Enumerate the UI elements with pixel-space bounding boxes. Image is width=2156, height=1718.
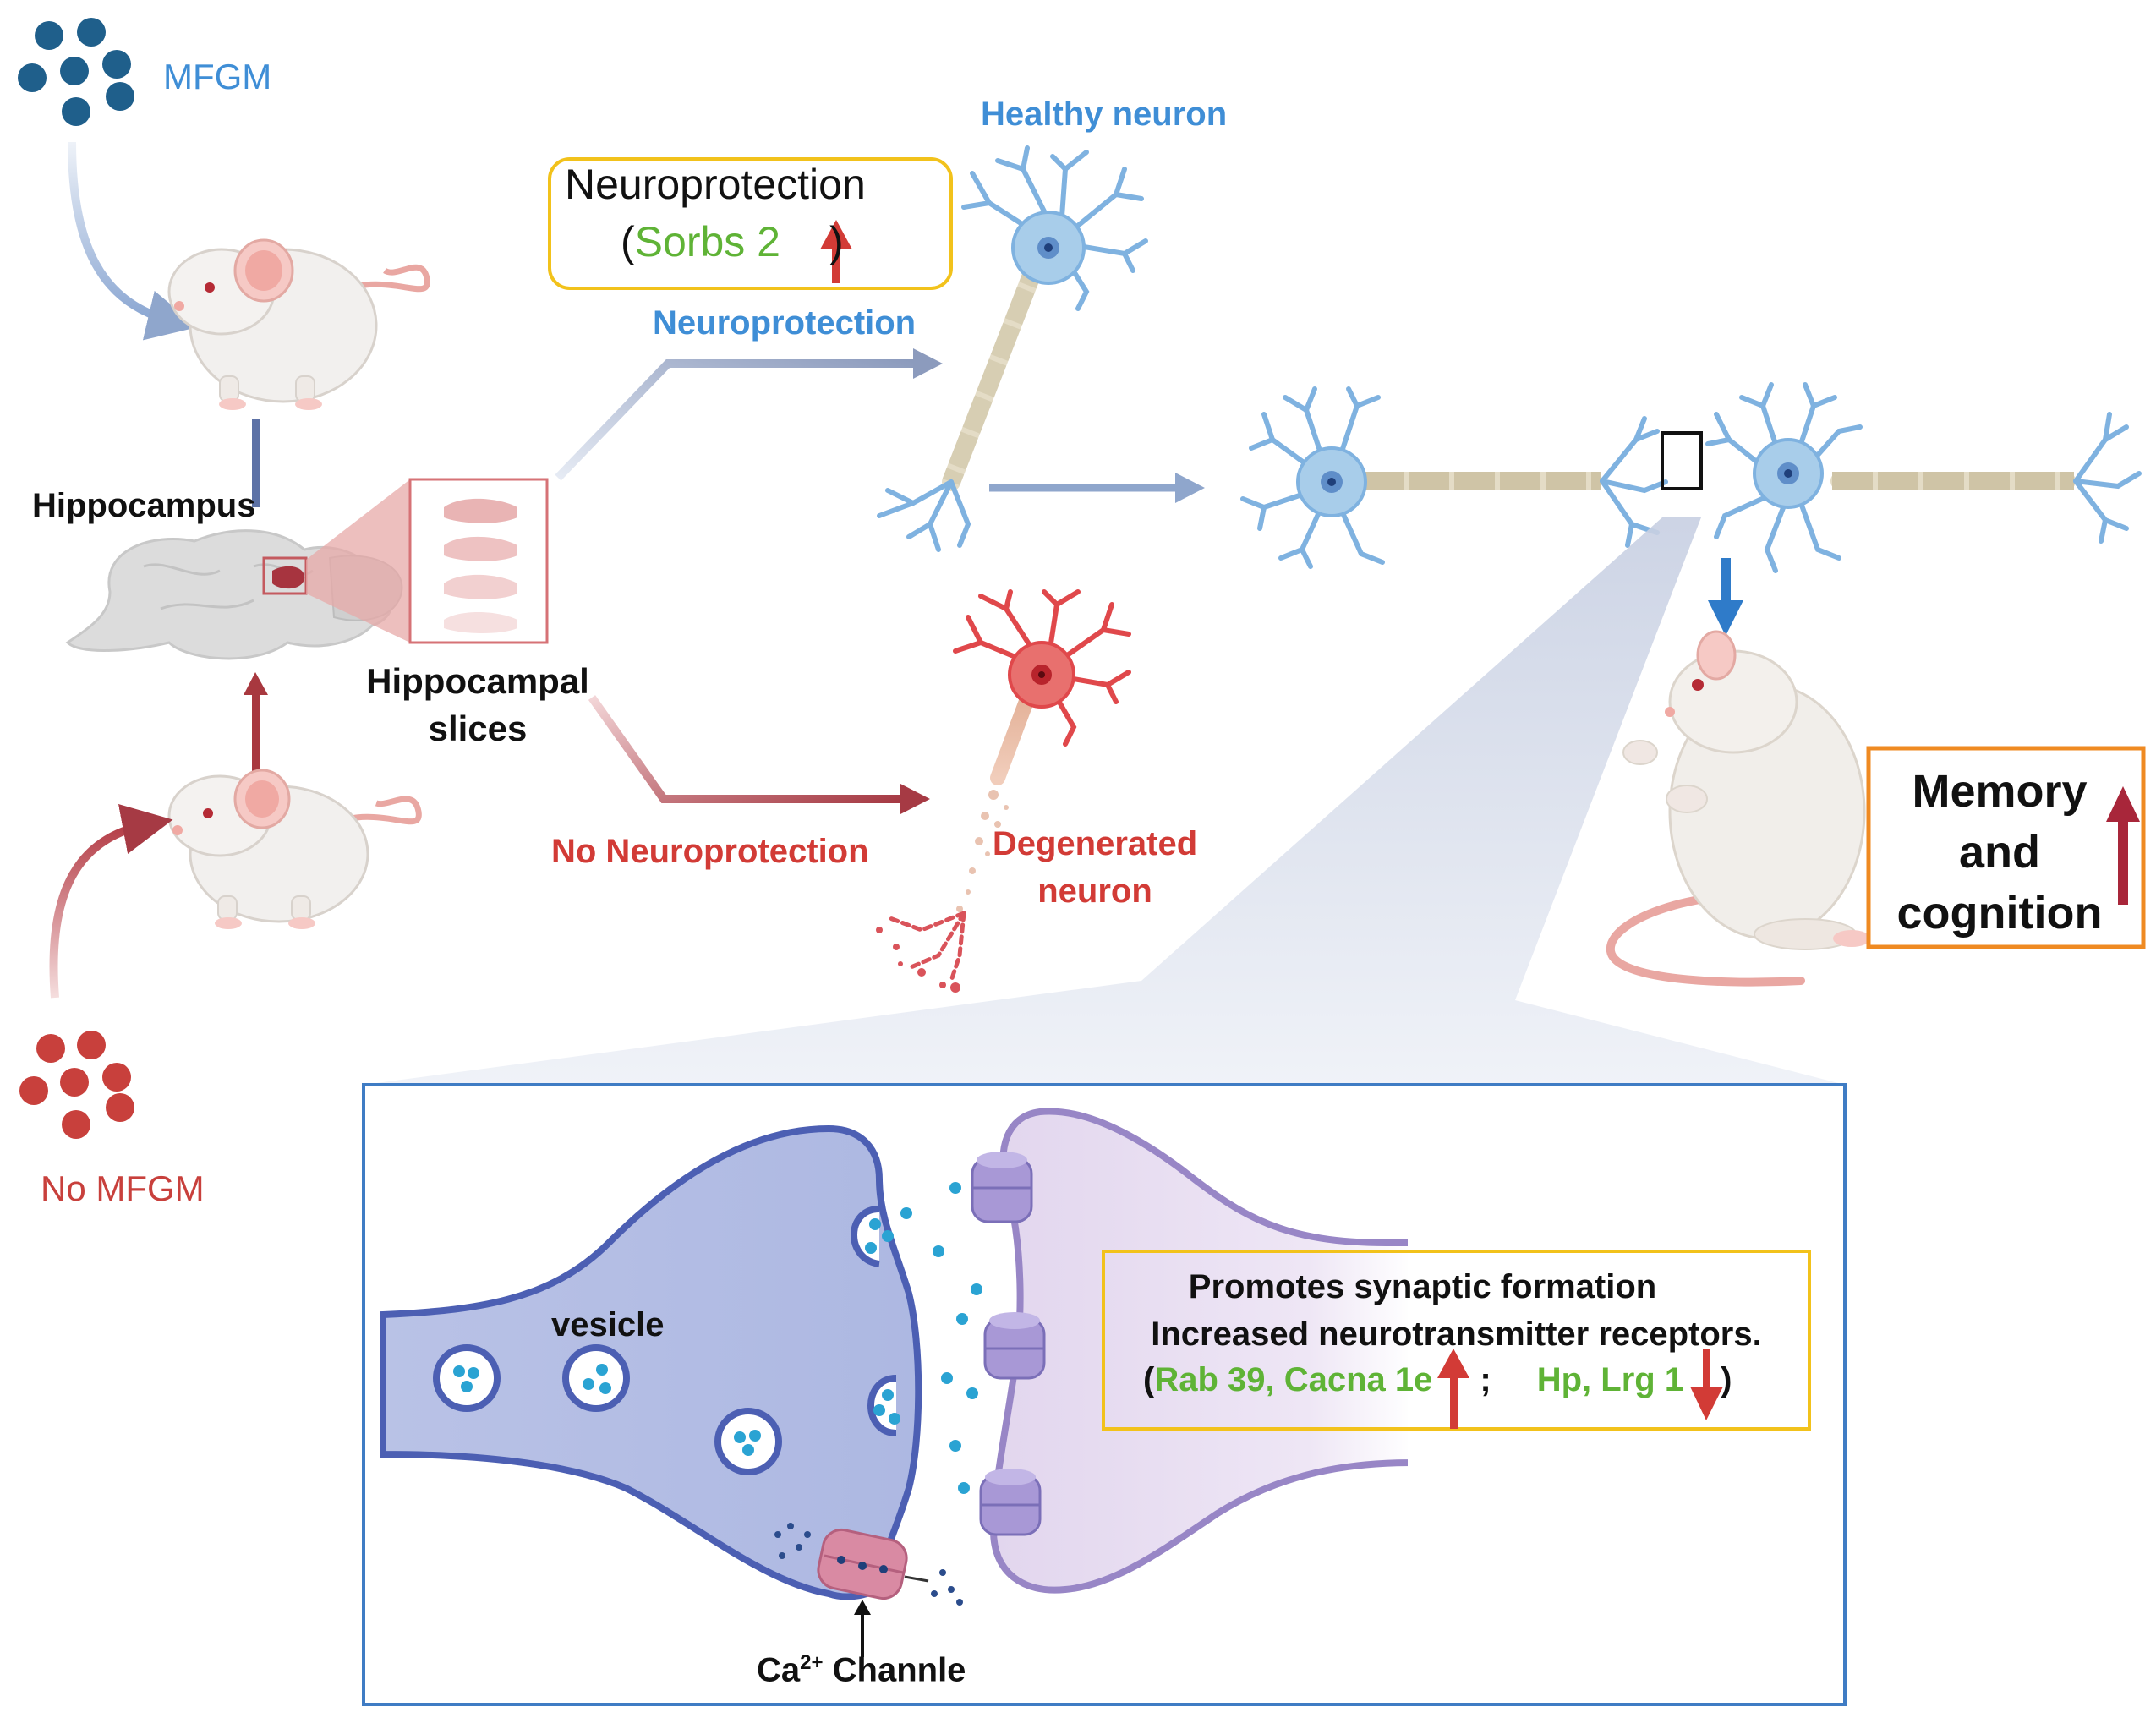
synaptic-effects-genes: (Rab 39, Cacna 1e; Hp, Lrg 1): [1143, 1363, 1732, 1397]
np-close-paren: ): [829, 218, 844, 265]
neuroprotection-arrow-label: Neuroprotection: [653, 304, 917, 342]
degenerated-neuron-label: Degenerated neuron: [972, 820, 1218, 915]
no-mfgm-particle: [62, 1110, 90, 1139]
mfgm-particle: [77, 18, 106, 47]
sorbs2-gene: Sorbs 2: [634, 218, 780, 265]
presynaptic-terminal: [380, 1124, 922, 1600]
no-neuroprotection-arrow-label: No Neuroprotection: [551, 833, 869, 870]
rat-outcome: [1606, 630, 1870, 987]
vesicle: [562, 1344, 630, 1412]
healthy-neuron-label: Healthy neuron: [981, 96, 1228, 133]
genes-close-paren: ): [1721, 1361, 1732, 1398]
mfgm-particle: [18, 63, 47, 92]
mfgm-particle: [60, 57, 89, 85]
neuron-network: [1240, 382, 2142, 573]
slice: [444, 498, 517, 523]
up-regulated-arrow: [1437, 1349, 1469, 1378]
hippocampus-label: Hippocampus: [32, 487, 256, 524]
outcome-label: Memory and cognition: [1873, 761, 2126, 944]
synaptic-effects-line2: Increased neurotransmitter receptors.: [1151, 1316, 1762, 1353]
no-mfgm-particle: [36, 1034, 65, 1063]
healthy-neuron: [877, 145, 1148, 552]
degenerated-label-line2: neuron: [1037, 873, 1152, 910]
no-mfgm-particle: [106, 1093, 134, 1122]
outcome-up-arrow: [2106, 786, 2140, 822]
mfgm-label: MFGM: [163, 57, 272, 96]
no-mfgm-feed-arrow: [49, 804, 173, 999]
mouse-to-brain-connector: [252, 419, 260, 507]
outcome-box: [1866, 746, 2146, 949]
mouse-mfgm: [167, 238, 430, 410]
neuroprotection-box: [548, 157, 953, 290]
slice: [444, 611, 517, 634]
mfgm-feed-arrow: [68, 141, 199, 341]
ca-channel: [774, 1523, 963, 1657]
receptor: [983, 1312, 1046, 1380]
degenerated-label-line1: Degenerated: [992, 825, 1198, 862]
no-mfgm-label: No MFGM: [41, 1168, 205, 1208]
synapse-zoom-box: [1661, 431, 1703, 490]
no-mfgm-particles: [19, 1031, 134, 1139]
no-mfgm-particle: [60, 1068, 89, 1097]
arrow-to-degenerated: [588, 695, 905, 803]
ca-channel-label: Ca2+ Channle: [757, 1651, 966, 1689]
mfgm-particle: [35, 21, 63, 50]
mfgm-particle: [106, 82, 134, 111]
no-mfgm-particle: [102, 1063, 131, 1092]
vesicle: [433, 1344, 501, 1412]
neurotransmitters: [900, 1182, 982, 1494]
arrow-to-healthy: [555, 359, 917, 481]
np-open-paren: (: [621, 218, 635, 265]
sorbs2-up-arrow: [820, 220, 852, 249]
no-mfgm-particle: [77, 1031, 106, 1059]
mfgm-particle: [62, 97, 90, 126]
down-regulated-genes: Hp, Lrg 1: [1536, 1361, 1684, 1398]
vesicle: [714, 1408, 782, 1475]
synapse-zoom-funnel: [364, 517, 1845, 1085]
hippocampus-region: [272, 566, 305, 589]
genes-separator: ;: [1480, 1361, 1491, 1398]
ca-channel-charge: 2+: [800, 1651, 824, 1674]
zoom-to-slices: [306, 479, 410, 643]
vesicles: [433, 1344, 782, 1475]
down-regulated-arrow: [1690, 1387, 1723, 1420]
ca-channel-prefix: Ca: [757, 1651, 801, 1689]
ca-channel-suffix: Channle: [823, 1651, 966, 1689]
slice: [444, 536, 517, 561]
neuroprotection-box-genes: (Sorbs 2): [621, 221, 844, 263]
no-mfgm-particle: [19, 1076, 48, 1105]
slices-label-line1: Hippocampal: [366, 661, 589, 701]
outcome-line3: cognition: [1896, 888, 2103, 938]
arrow-to-rat: [1721, 558, 1731, 605]
hippocampal-slices-panel: [408, 478, 549, 644]
outcome-line2: and: [1958, 827, 2040, 878]
fusing-vesicles: [851, 1206, 900, 1436]
degenerated-neuron: [876, 589, 1131, 993]
hippocampal-slices-label: Hippocampal slices: [355, 658, 600, 752]
receptor: [971, 1152, 1033, 1223]
up-regulated-genes: Rab 39, Cacna 1e: [1154, 1361, 1433, 1398]
mouse-to-brain-connector-red: [252, 693, 260, 774]
vesicle-label: vesicle: [551, 1306, 665, 1343]
synaptic-effects-line1: Promotes synaptic formation: [1188, 1268, 1657, 1305]
mfgm-particles: [18, 18, 134, 126]
receptor: [979, 1469, 1042, 1536]
neuroprotection-box-title: Neuroprotection: [565, 161, 866, 208]
slice: [444, 574, 517, 599]
receptors: [971, 1152, 1046, 1536]
outcome-line1: Memory: [1912, 766, 2088, 817]
mouse-no-mfgm: [167, 769, 422, 929]
genes-open-paren: (: [1143, 1361, 1155, 1398]
mfgm-particle: [102, 50, 131, 79]
slices-label-line2: slices: [428, 709, 528, 748]
